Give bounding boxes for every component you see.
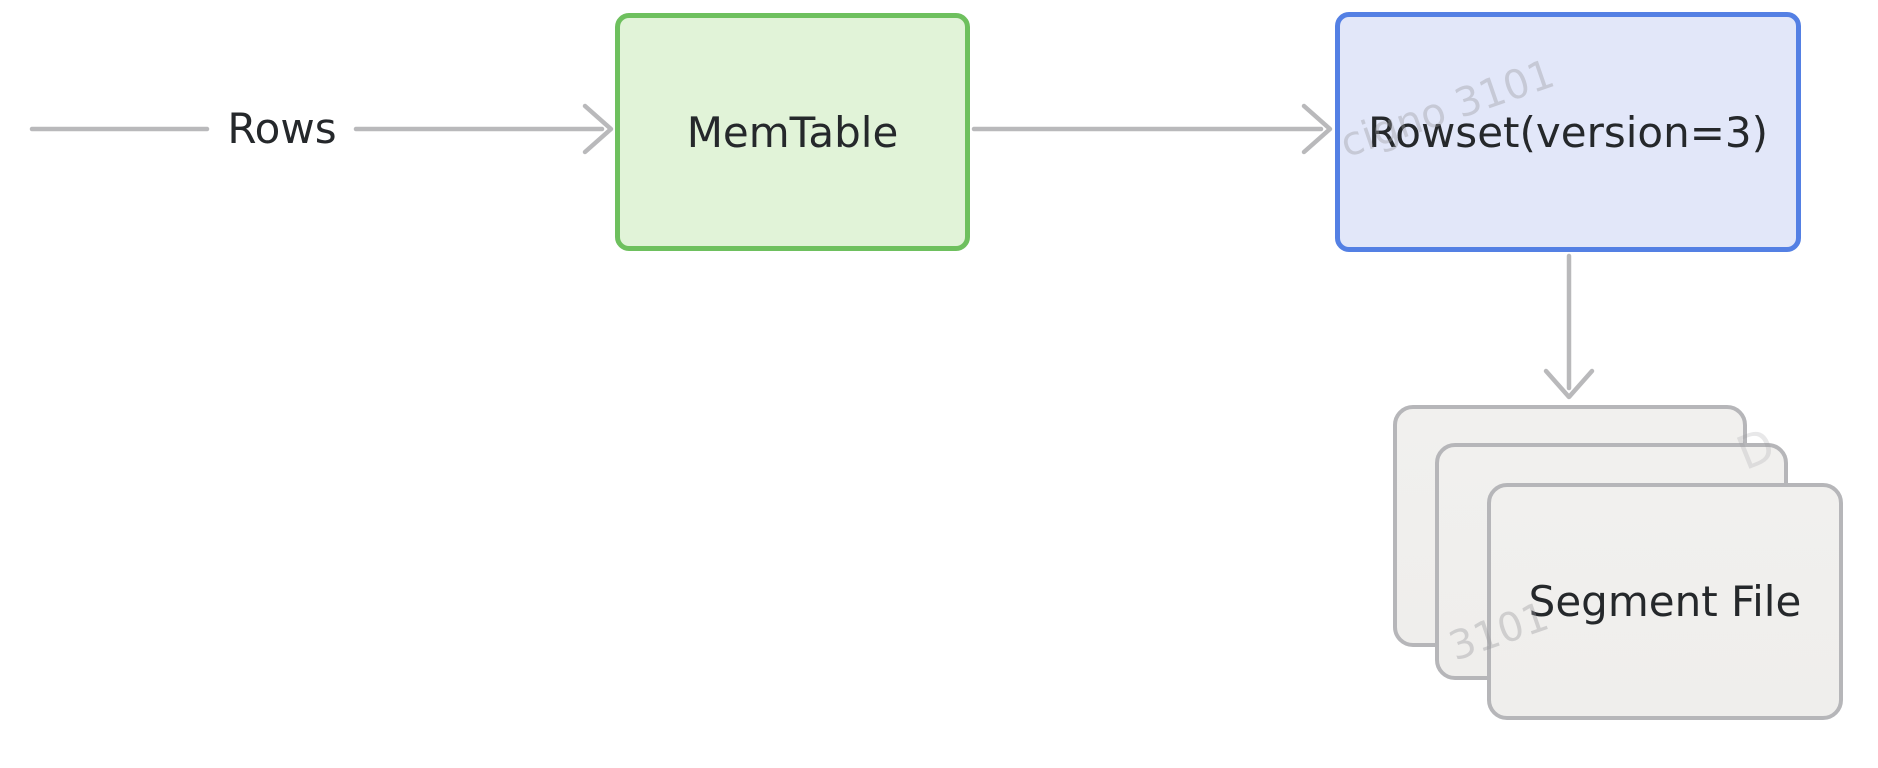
segment-file-label: Segment File (1528, 577, 1802, 626)
edge-rowset-to-segments-arrow (1543, 253, 1595, 400)
rows-edge-label: Rows (227, 104, 337, 153)
node-rowset: Rowset(version=3) (1335, 12, 1801, 252)
rowset-label: Rowset(version=3) (1367, 107, 1769, 157)
edge-memtable-to-rowset-arrow (971, 103, 1333, 155)
memtable-label: MemTable (686, 107, 899, 157)
segment-card-front: Segment File (1487, 483, 1843, 720)
edge-rows-to-memtable-arrow (353, 103, 614, 155)
node-memtable: MemTable (615, 13, 970, 251)
